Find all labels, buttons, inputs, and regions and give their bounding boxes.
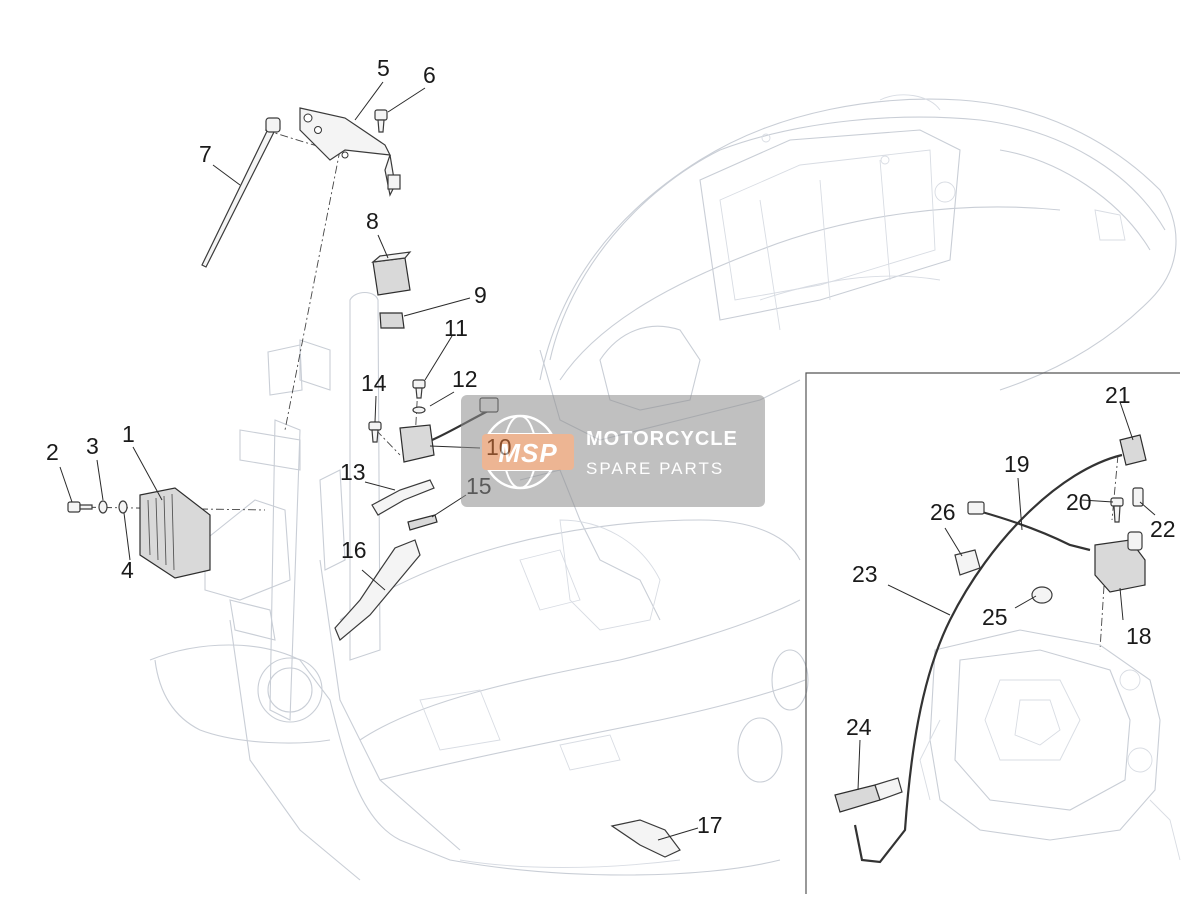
watermark-logo-text: MSP [498, 438, 557, 468]
scooter-body-outline [149, 94, 1177, 881]
part-2-screw [67, 501, 93, 513]
callout-1: 1 [122, 421, 135, 447]
watermark-line2: SPARE PARTS [586, 459, 724, 478]
callout-23: 23 [852, 561, 878, 587]
part-12-washer [412, 406, 426, 414]
callout-2: 2 [46, 439, 59, 465]
callout-17: 17 [697, 812, 723, 838]
callout-7: 7 [199, 141, 212, 167]
watermark: MSP MOTORCYCLE SPARE PARTS [461, 395, 765, 507]
part-7-cable-tie [201, 117, 281, 268]
callout-8: 8 [366, 208, 379, 234]
callout-14: 14 [361, 370, 387, 396]
part-6-screw [374, 109, 388, 133]
part-21-spark-plug-cap [1119, 434, 1147, 466]
callout-3: 3 [86, 433, 99, 459]
callout-9: 9 [474, 282, 487, 308]
callout-18: 18 [1126, 623, 1152, 649]
callout-11: 11 [444, 315, 468, 341]
callout-26: 26 [930, 499, 956, 525]
part-11-screw [412, 379, 426, 399]
callout-4: 4 [121, 557, 134, 583]
callout-25: 25 [982, 604, 1008, 630]
part-3-washer [98, 500, 108, 514]
callout-19: 19 [1004, 451, 1030, 477]
part-18-ignition-coil [1094, 531, 1146, 593]
callout-16: 16 [341, 537, 367, 563]
callout-6: 6 [423, 62, 436, 88]
part-22-connector [1132, 487, 1144, 507]
callout-5: 5 [377, 55, 390, 81]
part-17-cover [610, 819, 681, 858]
callout-22: 22 [1150, 516, 1176, 542]
part-4-washer [118, 500, 128, 514]
part-14-screw [368, 421, 382, 443]
part-5-bracket [299, 107, 401, 197]
part-26-clip [954, 549, 981, 576]
part-1-voltage-regulator [139, 487, 211, 579]
callout-24: 24 [846, 714, 872, 740]
frame-bracket [204, 291, 381, 721]
callout-12: 12 [452, 366, 478, 392]
part-13-sensor-bracket [371, 479, 435, 516]
part-19-wiring [967, 501, 1091, 552]
part-20-screw [1110, 497, 1124, 523]
part-16-cover [334, 539, 421, 641]
watermark-box [461, 395, 765, 507]
callout-13: 13 [340, 459, 366, 485]
part-23-ht-lead [853, 453, 1123, 864]
part-8-relay [371, 251, 412, 296]
callout-21: 21 [1105, 382, 1131, 408]
watermark-line1: MOTORCYCLE [586, 428, 738, 450]
callout-20: 20 [1066, 489, 1092, 515]
part-9-relay-clip [379, 312, 405, 329]
watermark-globe-logo: MSP [482, 414, 574, 490]
part-25-clip [1031, 586, 1053, 604]
inset-panel [805, 372, 1181, 894]
part-24-spark-plug [834, 777, 903, 813]
part-15-tie [407, 514, 438, 531]
